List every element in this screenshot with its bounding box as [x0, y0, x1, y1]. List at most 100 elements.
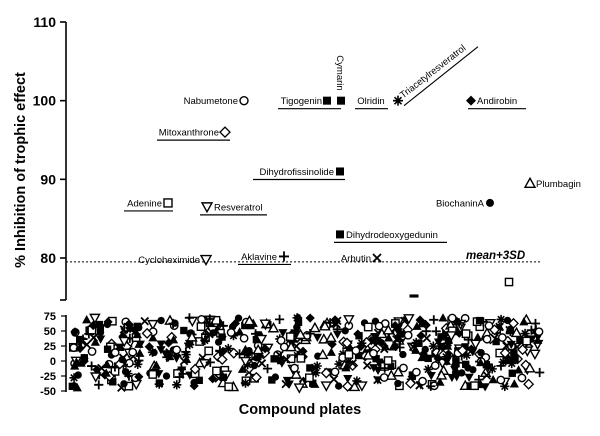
data-point [230, 318, 241, 329]
data-point [383, 356, 393, 365]
data-point [415, 315, 425, 325]
data-point [117, 383, 126, 393]
data-point [243, 314, 256, 326]
hit-point: Arbutin [341, 253, 382, 265]
data-point [294, 318, 303, 326]
data-point [439, 330, 450, 340]
data-point [185, 340, 195, 350]
data-point [144, 342, 154, 352]
hit-point: Cymarin [334, 55, 345, 105]
data-point [118, 355, 126, 364]
data-point [520, 328, 530, 339]
data-point [109, 378, 117, 386]
data-point [504, 356, 512, 364]
data-point [430, 361, 440, 370]
data-point [257, 359, 267, 368]
data-point [78, 334, 88, 344]
data-point [209, 329, 217, 337]
hit-label: Resveratrol [214, 202, 263, 213]
data-point [235, 327, 245, 336]
data-point [392, 366, 405, 377]
data-point [309, 321, 321, 333]
data-point [186, 331, 198, 342]
hit-point: Olridin [355, 96, 388, 110]
data-point [498, 357, 508, 367]
data-point [524, 362, 536, 373]
data-point [216, 353, 228, 366]
data-point [90, 337, 100, 346]
data-point [433, 338, 444, 347]
data-point [160, 350, 171, 359]
data-point [285, 340, 297, 352]
data-point [390, 320, 400, 331]
near-threshold-points [409, 277, 514, 298]
data-point [421, 320, 431, 330]
data-point [252, 335, 261, 344]
data-point [334, 382, 343, 390]
data-point [464, 373, 474, 382]
data-point [277, 356, 285, 365]
data-point [102, 359, 112, 369]
hit-point: Plumbagin [523, 176, 581, 190]
hit-point: Triacetylresveratrol [393, 43, 479, 107]
data-point [101, 368, 111, 377]
data-point [163, 338, 174, 348]
hit-point: Cycloheximide [138, 254, 213, 266]
data-point [180, 326, 188, 335]
data-point [395, 335, 405, 345]
data-point [147, 347, 158, 357]
data-point [103, 345, 112, 353]
data-point [320, 381, 333, 392]
data-point [403, 330, 413, 340]
data-point [431, 326, 441, 336]
data-point [134, 355, 144, 366]
data-point [399, 363, 408, 373]
hit-label: Arbutin [341, 254, 371, 265]
data-point [529, 349, 541, 361]
data-point [184, 313, 195, 323]
data-point [411, 345, 421, 354]
data-point [517, 373, 527, 383]
data-point [330, 367, 340, 377]
data-point [409, 294, 419, 298]
data-point [223, 343, 233, 354]
hit-marker [200, 202, 214, 214]
data-point [70, 327, 80, 337]
data-point [421, 326, 431, 336]
data-point [307, 363, 317, 373]
data-point [172, 345, 181, 355]
data-point [270, 355, 278, 363]
hit-marker [337, 96, 345, 105]
hit-label: Mitoxanthrone [159, 128, 219, 139]
data-point [162, 372, 171, 380]
data-point [437, 333, 445, 341]
data-point [382, 324, 395, 335]
lower-tick-label: 50 [44, 326, 56, 338]
hit-label: Dihydrofissinolide [260, 167, 334, 178]
hit-label: Adenine [127, 198, 162, 209]
data-point [255, 334, 268, 346]
data-point [147, 319, 159, 331]
data-point [341, 327, 349, 335]
hit-point: Mitoxanthrone [157, 126, 231, 141]
data-point [94, 380, 104, 390]
data-point [305, 328, 315, 339]
data-point [390, 342, 401, 352]
x-axis-title: Compound plates [239, 402, 361, 418]
data-point [75, 343, 85, 354]
data-point [452, 354, 460, 363]
data-point [156, 346, 166, 355]
data-point [454, 318, 464, 328]
data-point [334, 359, 344, 369]
data-point [511, 355, 519, 363]
data-point [172, 380, 182, 390]
data-point [201, 329, 211, 339]
data-point [380, 363, 390, 373]
hit-marker [372, 253, 382, 263]
data-point [523, 378, 535, 390]
data-point [89, 313, 101, 325]
data-point [452, 373, 462, 382]
data-point [76, 358, 86, 367]
data-point [342, 380, 354, 392]
